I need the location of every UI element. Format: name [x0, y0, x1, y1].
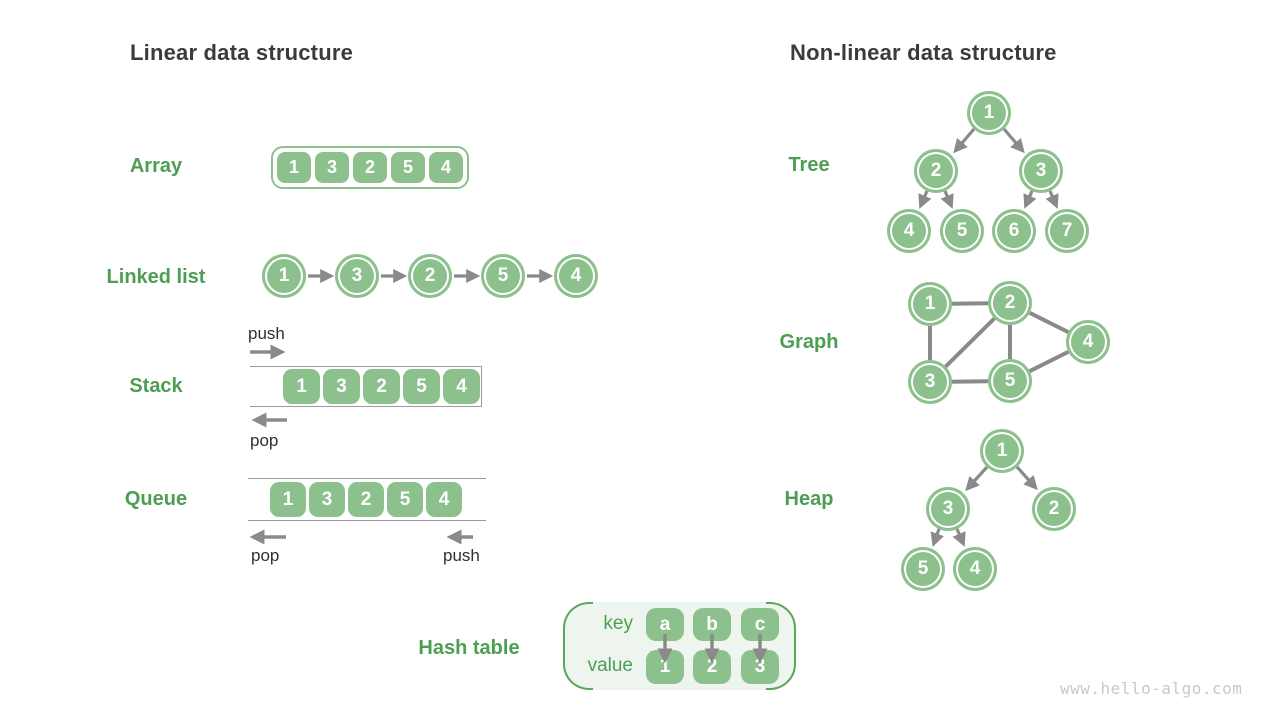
hash-value-row-label: value	[587, 655, 633, 676]
queue-cell: 3	[309, 482, 345, 517]
graph-label: Graph	[779, 331, 839, 353]
array-container: 1 3 2 5 4	[271, 146, 469, 189]
heap-node: 5	[901, 547, 945, 591]
queue-cell: 1	[270, 482, 306, 517]
graph-node: 5	[988, 359, 1032, 403]
array-cell: 4	[429, 152, 463, 183]
tree-label: Tree	[788, 154, 830, 176]
queue-cell: 4	[426, 482, 462, 517]
array-cell: 5	[391, 152, 425, 183]
array-label: Array	[129, 155, 183, 177]
nonlinear-title: Non-linear data structure	[790, 40, 1057, 65]
tree-node: 4	[887, 209, 931, 253]
list-node: 1	[262, 254, 306, 298]
graph-node: 1	[908, 282, 952, 326]
stack-container: 1 3 2 5 4	[250, 366, 482, 407]
queue-push-label: push	[443, 546, 480, 565]
tree-node: 2	[914, 149, 958, 193]
stack-cell: 1	[283, 369, 320, 404]
stack-label: Stack	[129, 375, 183, 397]
heap-node: 2	[1032, 487, 1076, 531]
tree-node: 1	[967, 91, 1011, 135]
queue-cell: 5	[387, 482, 423, 517]
list-node: 2	[408, 254, 452, 298]
tree-node: 7	[1045, 209, 1089, 253]
linked-list-label: Linked list	[106, 266, 206, 288]
heap-label: Heap	[784, 488, 834, 510]
tree-node: 3	[1019, 149, 1063, 193]
heap-node: 3	[926, 487, 970, 531]
array-cell: 3	[315, 152, 349, 183]
queue-pop-label: pop	[251, 546, 280, 565]
stack-cell: 5	[403, 369, 440, 404]
hash-table-label: Hash table	[418, 637, 520, 659]
graph-node: 2	[988, 281, 1032, 325]
hash-key-cell: b	[693, 608, 731, 641]
heap-node: 1	[980, 429, 1024, 473]
stack-cell: 4	[443, 369, 480, 404]
tree-node: 5	[940, 209, 984, 253]
list-node: 5	[481, 254, 525, 298]
linear-title: Linear data structure	[130, 40, 354, 65]
hash-value-cell: 1	[646, 650, 684, 684]
stack-cell: 2	[363, 369, 400, 404]
hash-key-cell: c	[741, 608, 779, 641]
hash-value-cell: 2	[693, 650, 731, 684]
list-node: 3	[335, 254, 379, 298]
stack-push-label: push	[248, 324, 285, 343]
queue-label: Queue	[124, 488, 188, 510]
hash-key-row-label: key	[603, 613, 633, 634]
heap-node: 4	[953, 547, 997, 591]
graph-node: 3	[908, 360, 952, 404]
stack-cell: 3	[323, 369, 360, 404]
queue-cell: 2	[348, 482, 384, 517]
array-cell: 2	[353, 152, 387, 183]
queue-container: 1 3 2 5 4	[248, 478, 486, 521]
hash-value-cell: 3	[741, 650, 779, 684]
list-node: 4	[554, 254, 598, 298]
watermark: www.hello-algo.com	[1060, 679, 1243, 698]
tree-node: 6	[992, 209, 1036, 253]
stack-pop-label: pop	[250, 431, 279, 450]
hash-key-cell: a	[646, 608, 684, 641]
array-cell: 1	[277, 152, 311, 183]
graph-node: 4	[1066, 320, 1110, 364]
